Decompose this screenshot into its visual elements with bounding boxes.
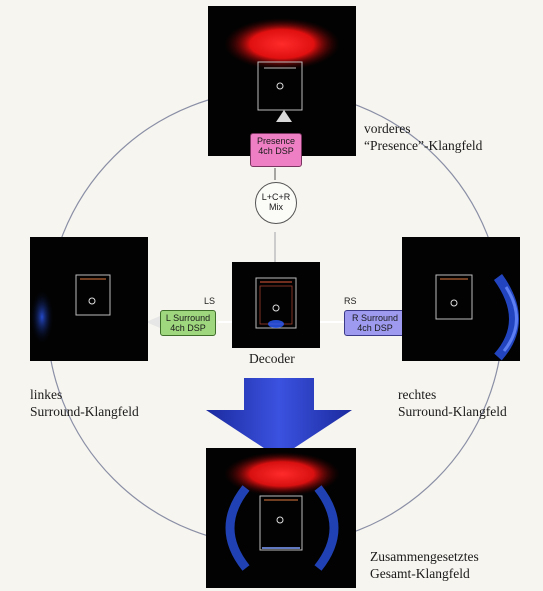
rs-channel-label: RS <box>344 296 357 306</box>
front-field-panel <box>208 6 356 156</box>
ls-channel-label: LS <box>204 296 216 306</box>
right-surround-panel <box>402 237 520 361</box>
left-surround-dsp-block: L Surround 4ch DSP <box>160 310 216 336</box>
ls-arrowhead <box>146 316 160 328</box>
right-surround-dsp-block: R Surround 4ch DSP <box>344 310 406 336</box>
right-surround-dsp-line1: R Surround <box>351 313 399 323</box>
combine-arrow <box>206 378 352 458</box>
right-field-label-line2: Surround-Klangfeld <box>398 404 507 419</box>
presence-dsp-line1: Presence <box>256 136 296 146</box>
right-surround-dsp-line2: 4ch DSP <box>357 323 393 333</box>
combined-field-label-line2: Gesamt-Klangfeld <box>370 566 470 581</box>
front-field-label: vorderes “Presence”-Klangfeld <box>364 120 482 154</box>
mix-line1: L+C+R <box>261 192 291 202</box>
presence-dsp-block: Presence 4ch DSP <box>250 133 302 167</box>
decoder-panel <box>232 262 320 348</box>
combined-field-label-line1: Zusammengesetztes <box>370 549 479 564</box>
right-field-label: rechtes Surround-Klangfeld <box>398 386 507 420</box>
combined-field-label: Zusammengesetztes Gesamt-Klangfeld <box>370 548 479 582</box>
combined-field-panel <box>206 448 356 588</box>
decoder-label: Decoder <box>249 351 295 366</box>
presence-dsp-line2: 4ch DSP <box>258 146 294 156</box>
front-field-label-line2: “Presence”-Klangfeld <box>364 138 483 153</box>
mix-block: L+C+R Mix <box>255 182 297 224</box>
left-surround-dsp-line1: L Surround <box>165 313 211 323</box>
mix-line2: Mix <box>269 202 283 212</box>
left-field-label-line1: linkes <box>30 387 63 402</box>
left-field-label: linkes Surround-Klangfeld <box>30 386 139 420</box>
front-field-label-line1: vorderes <box>364 121 411 136</box>
left-field-label-line2: Surround-Klangfeld <box>30 404 139 419</box>
left-surround-dsp-line2: 4ch DSP <box>170 323 206 333</box>
right-field-label-line1: rechtes <box>398 387 437 402</box>
left-surround-panel <box>30 237 148 361</box>
